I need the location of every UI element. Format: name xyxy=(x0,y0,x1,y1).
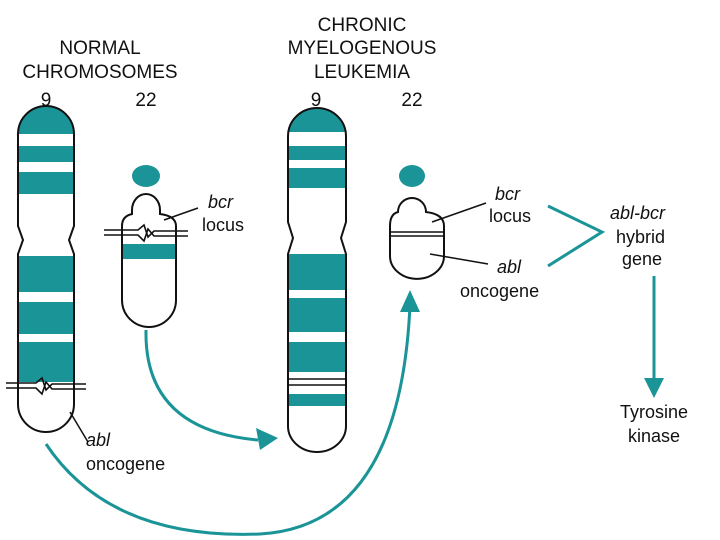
heading-normal-line1: NORMAL xyxy=(59,38,140,59)
number-normal-22: 22 xyxy=(135,90,156,111)
label-hybrid: hybrid xyxy=(616,227,665,247)
label-cml-oncogene: oncogene xyxy=(460,281,539,301)
label-normal-oncogene: oncogene xyxy=(86,454,165,474)
band xyxy=(18,172,74,194)
band xyxy=(18,256,74,292)
arrowhead-to-tyrosine-kinase xyxy=(644,378,664,398)
band xyxy=(288,108,346,132)
label-normal-locus: locus xyxy=(202,215,244,235)
band xyxy=(288,168,346,188)
band xyxy=(288,254,346,290)
band xyxy=(288,342,346,372)
band xyxy=(18,146,74,162)
band xyxy=(18,302,74,334)
band xyxy=(18,342,74,382)
band xyxy=(288,146,346,160)
heading-cml-line1: CHRONIC xyxy=(318,15,407,36)
label-hybrid-abl-bcr: abl-bcr xyxy=(610,203,666,223)
satellite-22 xyxy=(132,165,160,187)
cml-heading: CHRONIC MYELOGENOUS LEUKEMIA xyxy=(288,15,437,83)
normal-chromosomes-heading: NORMAL CHROMOSOMES xyxy=(22,38,177,83)
bracket-to-hybrid-gene xyxy=(547,204,606,268)
heading-cml-line2: MYELOGENOUS xyxy=(288,38,437,59)
heading-normal-line2: CHROMOSOMES xyxy=(22,62,177,83)
band xyxy=(288,394,346,406)
band xyxy=(18,106,74,134)
arrowhead-to-cml-22 xyxy=(400,290,420,312)
number-cml-22: 22 xyxy=(401,90,422,111)
label-kinase: kinase xyxy=(628,426,680,446)
label-normal-abl: abl xyxy=(86,430,111,450)
number-normal-9: 9 xyxy=(41,90,52,111)
label-normal-bcr: bcr xyxy=(208,192,234,212)
label-tyrosine: Tyrosine xyxy=(620,402,688,422)
cml-chromosome-9 xyxy=(287,107,347,453)
number-cml-9: 9 xyxy=(311,90,322,111)
label-cml-abl: abl xyxy=(497,257,522,277)
arrow-abl-to-cml-22 xyxy=(44,304,412,536)
heading-cml-line3: LEUKEMIA xyxy=(314,62,410,83)
normal-chromosome-22 xyxy=(104,165,199,328)
cml-chromosome-22 xyxy=(389,165,489,280)
arrow-22-to-cml-9 xyxy=(144,329,259,442)
arrowhead-to-cml-9 xyxy=(256,428,278,450)
label-gene: gene xyxy=(622,249,662,269)
satellite-cml-22 xyxy=(399,165,425,187)
band xyxy=(122,244,176,259)
label-cml-locus: locus xyxy=(489,206,531,226)
label-cml-bcr: bcr xyxy=(495,184,521,204)
band xyxy=(288,298,346,332)
normal-chromosome-9 xyxy=(6,105,86,433)
